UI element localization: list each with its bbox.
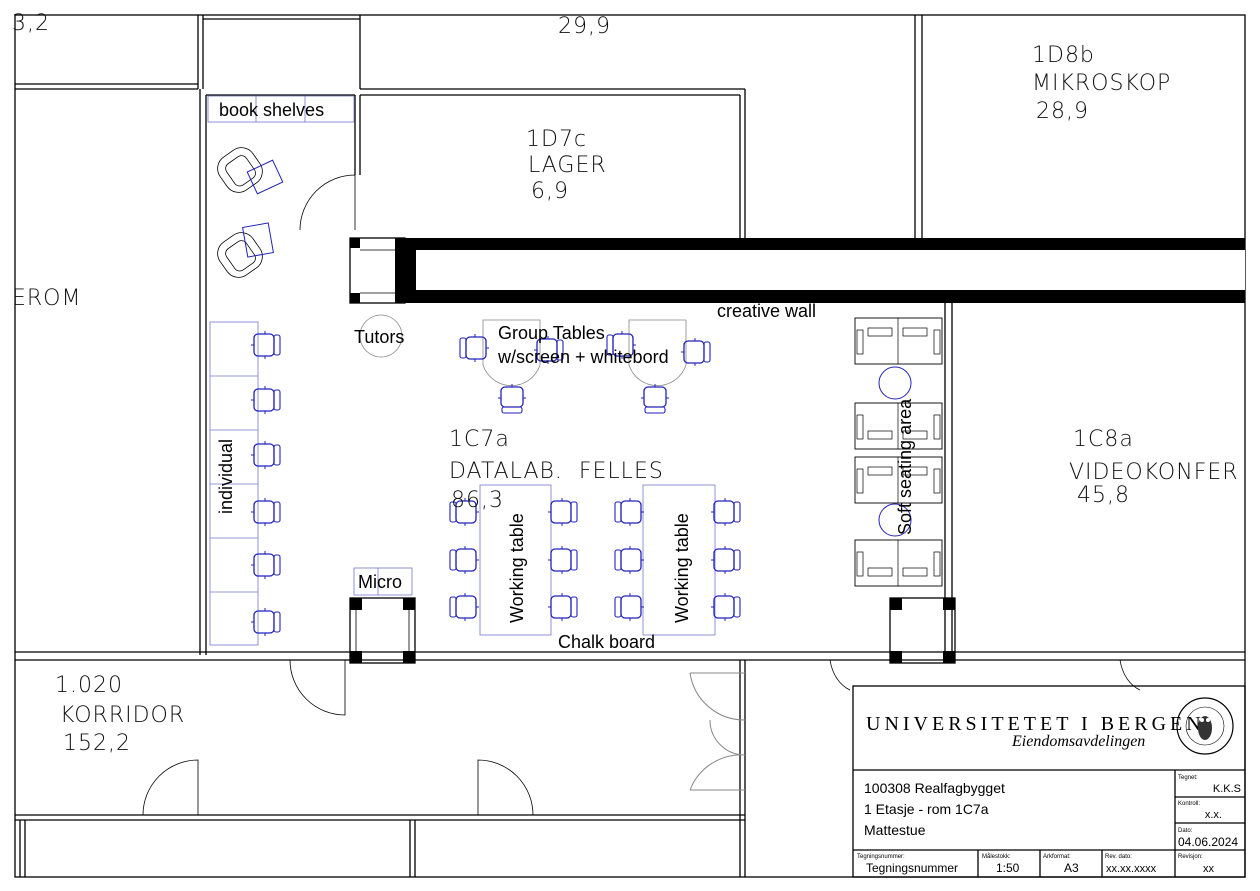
revdato-label: Rev. dato: <box>1105 854 1132 860</box>
room-id-1c8a: 1C8a <box>1073 427 1134 452</box>
sofa <box>854 539 943 587</box>
book-shelves <box>207 95 355 123</box>
label-individual: individual <box>216 439 236 514</box>
malestokk-value: 1:50 <box>996 861 1020 875</box>
chair <box>251 386 281 414</box>
project-line-3: Mattestue <box>864 822 926 838</box>
kontroll-value: x.x. <box>1205 809 1222 821</box>
revdato-value: xx.xx.xxxx <box>1106 863 1157 875</box>
chair <box>548 498 578 526</box>
chair <box>641 384 669 414</box>
room-id-1d7c: 1D7c <box>526 127 587 152</box>
arkformat-label: Arkformat: <box>1043 854 1071 860</box>
chair <box>711 546 741 574</box>
room-name-left: EROM <box>12 286 81 311</box>
chair <box>681 338 711 366</box>
chair <box>534 336 564 364</box>
dato-label: Dato: <box>1178 828 1193 834</box>
room-id-1d8b: 1D8b <box>1032 43 1095 68</box>
label-working-table-1: Working table <box>507 513 527 623</box>
room-area-korridor: 152,2 <box>63 731 131 756</box>
label-creative-wall: creative wall <box>717 301 816 321</box>
revisjon-value: xx <box>1203 863 1215 875</box>
label-working-table-2: Working table <box>672 513 692 623</box>
chair <box>459 334 489 362</box>
tegningsnummer-label: Tegningsnummer: <box>857 854 905 860</box>
chair <box>606 331 636 359</box>
chair <box>449 546 479 574</box>
chair <box>548 546 578 574</box>
soft-seating-table <box>878 503 912 537</box>
project-line-2: 1 Etasje - rom 1C7a <box>864 801 989 817</box>
tegnet-label: Tegnet: <box>1178 775 1198 781</box>
label-micro: Micro <box>358 572 402 592</box>
armchair <box>217 147 263 193</box>
tegningsnummer-value: Tegningsnummer <box>866 861 958 875</box>
room-area-1c8a: 45,8 <box>1077 483 1130 508</box>
chair <box>614 593 644 621</box>
chair <box>251 441 281 469</box>
dato-value: 04.06.2024 <box>1178 835 1238 849</box>
department-name: Eiendomsavdelingen <box>1011 733 1145 750</box>
group-table-1 <box>482 319 541 386</box>
label-book-shelves: book shelves <box>219 100 324 120</box>
kontroll-label: Kontroll: <box>1178 801 1200 807</box>
room-name-1d8b: MIKROSKOP <box>1032 71 1171 96</box>
sofa <box>854 402 943 450</box>
chair <box>711 593 741 621</box>
tutors-table <box>359 314 403 358</box>
tegnet-value: K.K.S <box>1213 783 1241 795</box>
room-area-top-left: 3,2 <box>12 11 50 36</box>
chair <box>449 593 479 621</box>
chair <box>251 498 281 526</box>
room-area-1d7c: 6,9 <box>531 179 569 204</box>
walls <box>15 15 1245 877</box>
room-name-1c8a: VIDEOKONFER <box>1069 460 1239 485</box>
micro-counter <box>353 567 413 596</box>
label-group-tables: Group Tables <box>498 323 605 343</box>
room-name-korridor: KORRIDOR <box>60 703 185 728</box>
chair <box>614 546 644 574</box>
chair <box>498 384 526 414</box>
chair <box>614 498 644 526</box>
chair <box>449 498 479 526</box>
label-group-tables-sub: w/screen + whitebord <box>497 347 669 367</box>
room-area-top-center: 29,9 <box>558 14 611 39</box>
group-table-2 <box>628 319 687 386</box>
chair <box>251 551 281 579</box>
label-soft-seating: Soft seating area <box>895 398 915 535</box>
room-area-1c7a: 86,3 <box>451 488 504 513</box>
chairs <box>251 331 741 636</box>
arkformat-value: A3 <box>1064 861 1079 875</box>
label-chalk-board: Chalk board <box>558 632 655 652</box>
sofa <box>854 456 943 504</box>
chair <box>251 608 281 636</box>
label-tutors: Tutors <box>354 327 404 347</box>
title-block: UNIVERSITETET I BERGEN Eiendomsavdelinge… <box>852 685 1246 878</box>
revisjon-label: Revisjon: <box>1178 854 1203 860</box>
soft-seating-table <box>878 366 912 400</box>
drawing-frame <box>14 14 1246 878</box>
soft-seating <box>854 317 943 587</box>
chair <box>711 498 741 526</box>
room-name-1c7a: DATALAB. FELLES <box>449 459 664 484</box>
sofa <box>854 317 943 365</box>
individual-table <box>209 321 259 646</box>
project-line-1: 100308 Realfagbygget <box>864 780 1005 796</box>
room-id-1c7a: 1C7a <box>449 427 510 452</box>
chair <box>251 331 281 359</box>
malestokk-label: Målestokk: <box>982 853 1011 860</box>
chair <box>548 593 578 621</box>
room-id-korridor: 1.020 <box>55 673 123 698</box>
furniture <box>207 95 716 646</box>
room-name-1d7c: LAGER <box>528 153 607 178</box>
university-seal <box>1176 697 1234 755</box>
room-area-1d8b: 28,9 <box>1036 99 1089 124</box>
university-name: UNIVERSITETET I BERGEN <box>866 713 1205 735</box>
armchair <box>217 232 263 278</box>
